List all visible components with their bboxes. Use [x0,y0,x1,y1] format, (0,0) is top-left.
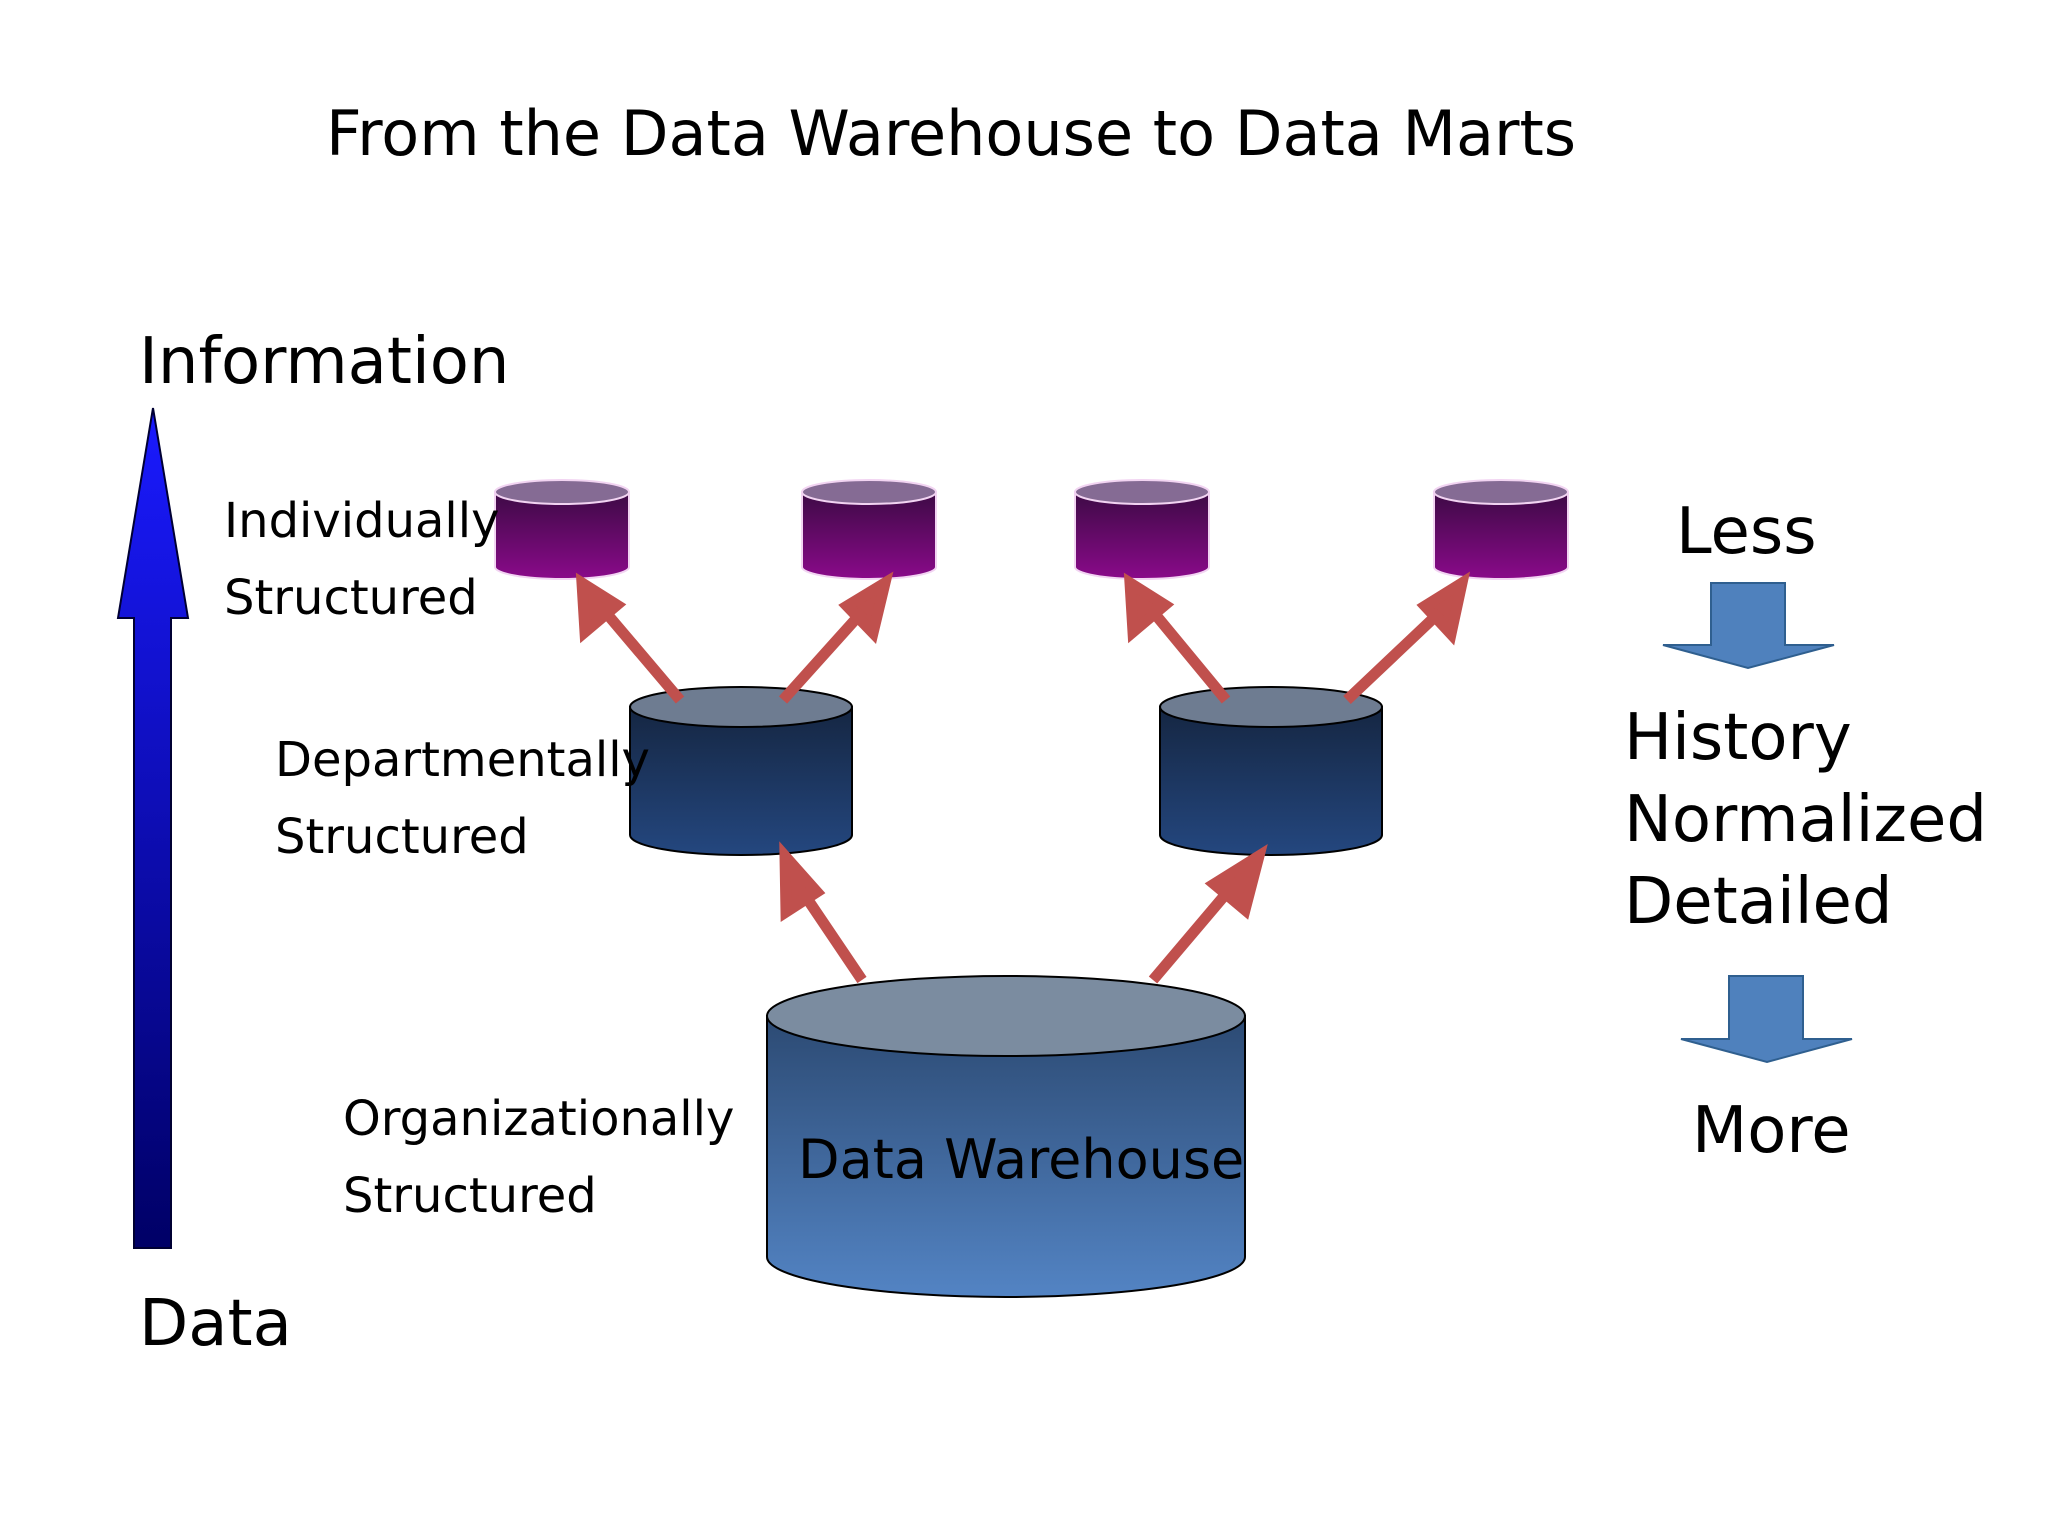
normalized-label: Normalized [1624,783,1987,857]
arrow-warehouse-to-dept-right [1148,844,1268,984]
slide-title: From the Data Warehouse to Data Marts [326,97,1577,170]
less-to-history-arrow [1662,582,1835,670]
arrow-warehouse-to-dept-left [779,841,867,984]
history-label: History [1624,701,1852,775]
departmentally-label-line-2: Structured [275,809,529,865]
data-mart-cylinder-1 [494,479,630,580]
arrow-dept-left-to-mart-2 [778,571,894,704]
less-label: Less [1676,495,1817,569]
department-cylinder-left [629,686,853,856]
information-axis-arrow [116,407,190,1249]
organizationally-label-line-1: Organizationally [343,1091,735,1147]
arrow-dept-left-to-mart-1 [575,572,685,704]
data-mart-cylinder-3 [1074,479,1210,580]
information-label: Information [139,325,510,399]
individually-label-line-2: Structured [224,570,478,626]
arrow-dept-right-to-mart-3 [1123,572,1231,704]
data-mart-cylinder-4 [1433,479,1569,580]
detailed-to-more-arrow [1680,975,1853,1064]
detailed-label: Detailed [1624,865,1893,939]
data-mart-cylinder-2 [801,479,937,580]
data-warehouse-cylinder [766,975,1246,1298]
arrow-dept-right-to-mart-4 [1343,571,1471,704]
more-label: More [1692,1094,1851,1168]
departmentally-label-line-1: Departmentally [275,732,650,788]
data-warehouse-label: Data Warehouse [798,1128,1245,1191]
department-cylinder-right [1159,686,1383,856]
individually-label-line-1: Individually [224,493,500,549]
data-label: Data [139,1287,292,1361]
organizationally-label-line-2: Structured [343,1168,597,1224]
